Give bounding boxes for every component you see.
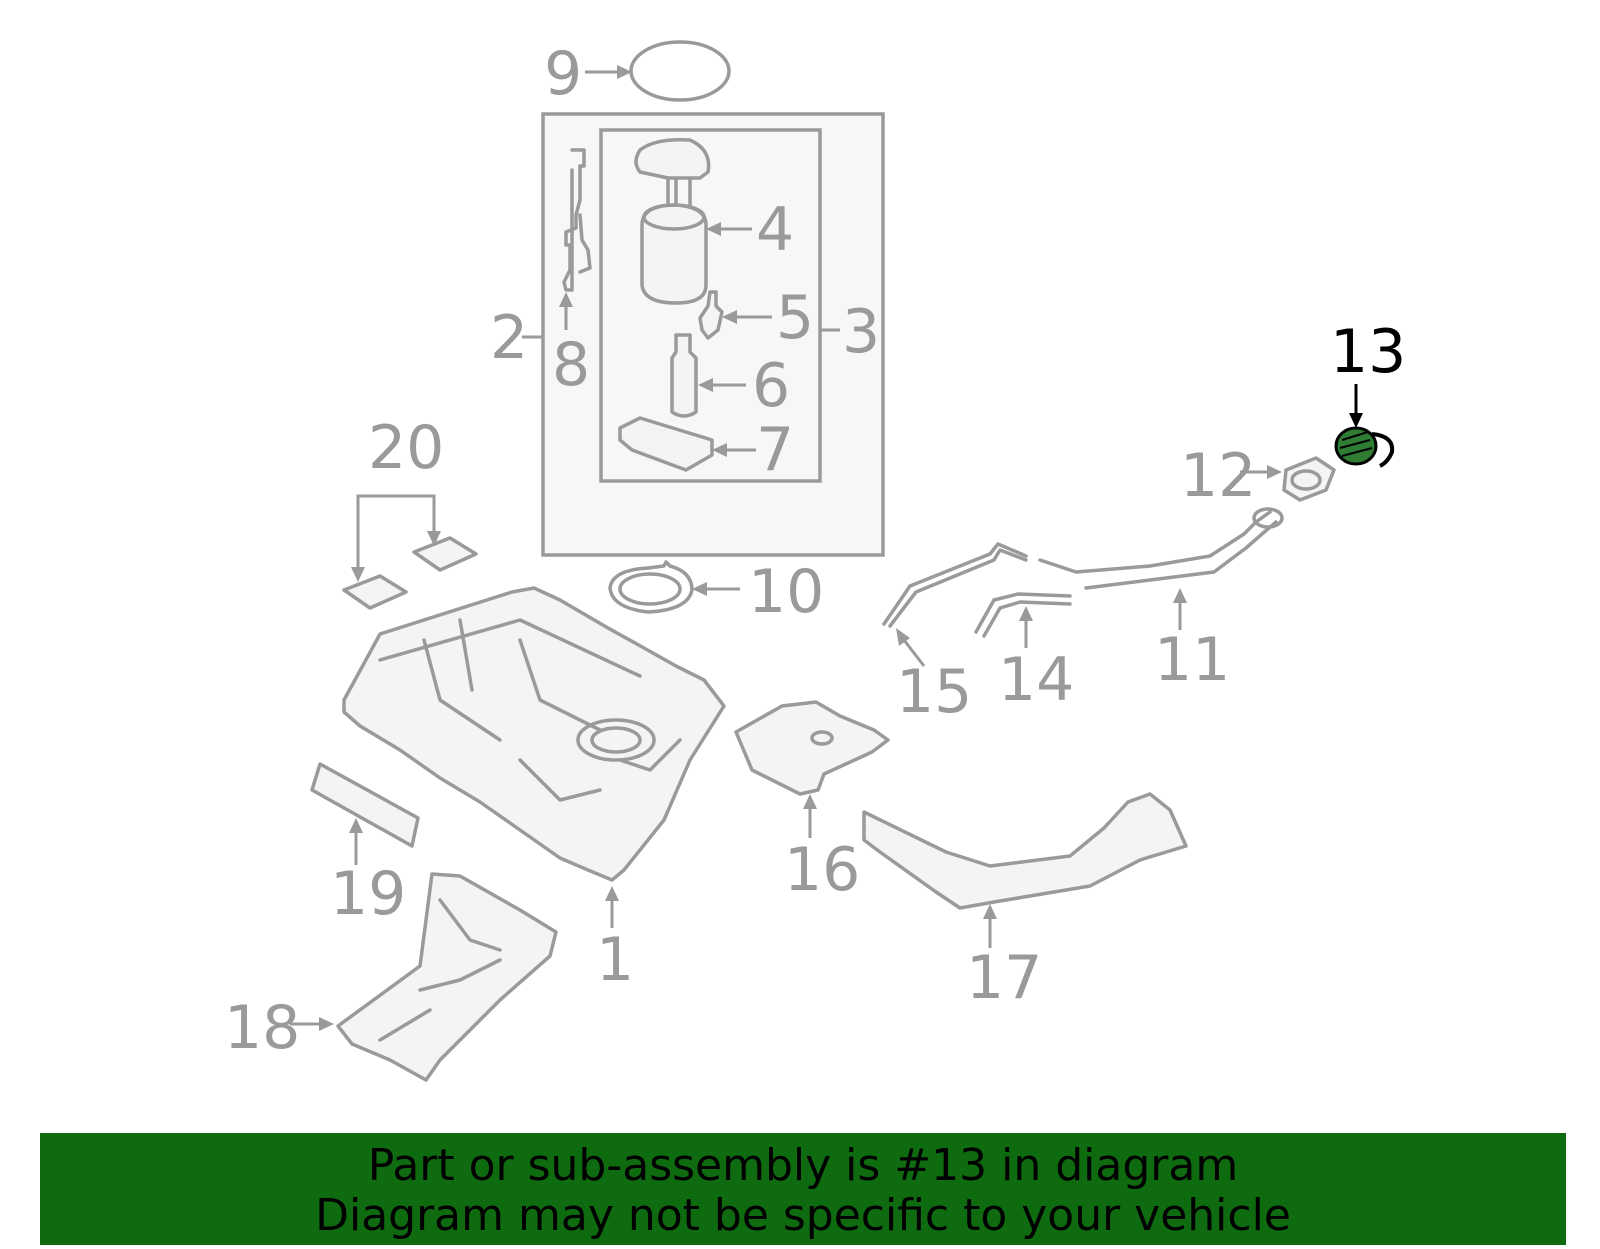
part-15-vent-tube xyxy=(882,542,1028,626)
arrow-9 xyxy=(617,65,632,79)
callout-13: 13 xyxy=(1330,317,1406,387)
part-14-hose-b xyxy=(982,600,1072,638)
arrow-17 xyxy=(983,904,997,919)
part-1-fuel-tank xyxy=(342,586,726,882)
arrow-10 xyxy=(692,582,707,596)
callout-7: 7 xyxy=(756,415,794,485)
arrow-4 xyxy=(706,222,721,236)
part-18-detail xyxy=(378,898,502,1042)
callout-2: 2 xyxy=(490,303,528,373)
part-5-clip xyxy=(698,290,724,340)
part-8-sender xyxy=(562,148,592,292)
arrow-12 xyxy=(1267,465,1282,479)
callout-19: 19 xyxy=(330,859,406,929)
callout-16: 16 xyxy=(784,835,860,905)
callout-14: 14 xyxy=(998,645,1074,715)
part-11-filler-pipe xyxy=(1038,510,1272,574)
part-1-tank-detail xyxy=(378,618,682,802)
part-4-pump-module xyxy=(634,137,711,180)
callout-20: 20 xyxy=(368,413,444,483)
arrow-5 xyxy=(722,310,737,324)
callout-15: 15 xyxy=(896,657,972,727)
part-6-pump xyxy=(670,333,698,418)
arrow-15 xyxy=(896,628,910,646)
part-20-pad-b xyxy=(412,536,478,572)
part-1-pump-opening-inner xyxy=(590,726,642,754)
part-7-filter xyxy=(618,416,714,472)
callout-9: 9 xyxy=(544,39,582,109)
part-13-fuel-cap xyxy=(1334,426,1395,468)
part-11-neck xyxy=(1252,507,1284,529)
part-10-lock-ring-inner xyxy=(618,572,682,606)
parts-diagram: 9 2 3 8 4 5 6 7 10 20 1 xyxy=(224,39,1406,1082)
arrow-20b xyxy=(427,531,441,546)
part-9-seal xyxy=(629,40,731,102)
part-4-canister xyxy=(640,203,708,305)
callout-17: 17 xyxy=(966,943,1042,1013)
arrow-6 xyxy=(698,378,713,392)
arrow-7 xyxy=(712,443,727,457)
callout-5: 5 xyxy=(776,283,814,353)
part-4-canister-top xyxy=(642,203,706,231)
callout-1: 1 xyxy=(596,925,634,995)
fuel-cap-body xyxy=(1334,426,1378,466)
callout-11: 11 xyxy=(1154,625,1230,695)
fuel-cap-ridges xyxy=(1339,431,1373,457)
part-15-vent-tube-b xyxy=(888,548,1028,628)
arrow-14 xyxy=(1019,606,1033,621)
part-16-bracket xyxy=(734,700,890,796)
banner-line-1: Part or sub-assembly is #13 in diagram xyxy=(367,1140,1239,1191)
banner-line-2: Diagram may not be specific to your vehi… xyxy=(315,1190,1291,1241)
part-19-strap xyxy=(310,762,420,848)
part-10-lock-ring xyxy=(608,560,694,614)
part-18-heat-shield xyxy=(336,872,558,1082)
arrow-20a xyxy=(351,567,365,582)
part-11-filler-pipe-b xyxy=(1084,520,1278,590)
fuel-cap-tether xyxy=(1371,432,1395,468)
part-12-housing xyxy=(1282,456,1336,502)
arrow-13 xyxy=(1349,413,1363,428)
info-banner: Part or sub-assembly is #13 in diagram D… xyxy=(40,1133,1566,1245)
callout-10: 10 xyxy=(748,557,824,627)
arrow-8 xyxy=(559,292,573,307)
arrow-19 xyxy=(349,818,363,833)
part-14-hose xyxy=(974,592,1072,634)
leader-15 xyxy=(902,639,926,667)
callout-18: 18 xyxy=(224,993,300,1063)
part-12-housing-hole xyxy=(1290,469,1322,491)
callout-4: 4 xyxy=(756,195,794,265)
part-20-pad-a xyxy=(342,574,408,610)
part-1-pump-opening xyxy=(576,718,656,762)
callout-6: 6 xyxy=(752,351,790,421)
callout-8: 8 xyxy=(552,330,590,400)
arrow-11 xyxy=(1173,588,1187,603)
callout-3: 3 xyxy=(842,297,880,367)
arrow-18 xyxy=(319,1017,334,1031)
arrow-1 xyxy=(605,886,619,901)
arrow-16 xyxy=(803,794,817,809)
callout-12: 12 xyxy=(1180,441,1256,511)
part-16-hole xyxy=(810,730,834,746)
part-17-protector xyxy=(862,792,1188,910)
leader-20 xyxy=(356,494,436,572)
